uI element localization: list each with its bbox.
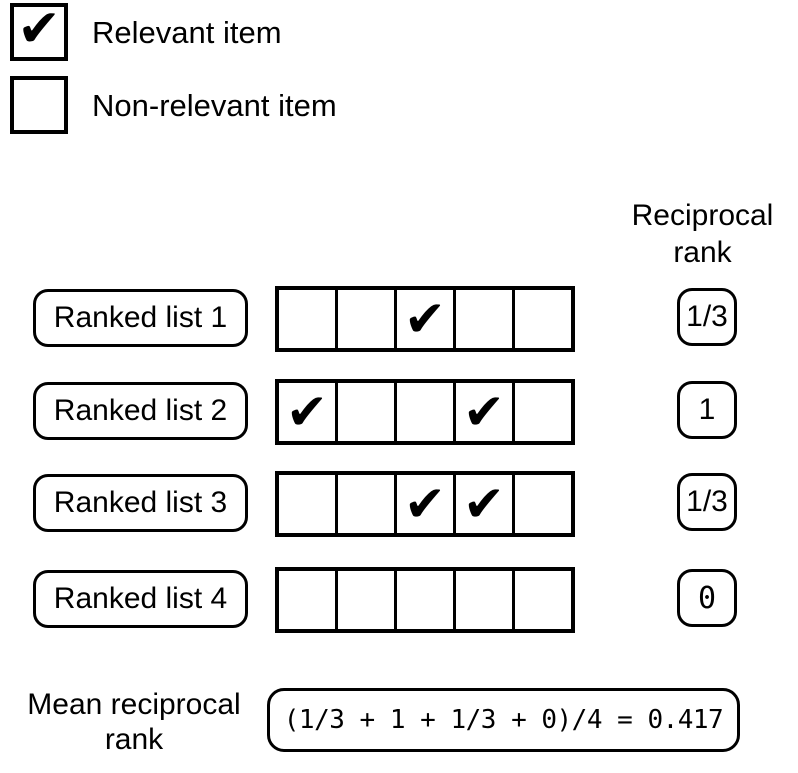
ranked-list-4-label-text: Ranked list 4 <box>53 582 228 615</box>
check-icon: ✔ <box>463 475 505 533</box>
reciprocal-rank-value-2-text: 1 <box>698 393 716 426</box>
reciprocal-rank-header-line2: rank <box>673 236 732 269</box>
ranked-list-1-label-text: Ranked list 1 <box>53 301 228 334</box>
item-cell: ✔ <box>279 383 338 441</box>
item-cell: ✔ <box>397 475 456 533</box>
ranked-list-4-items <box>275 567 575 633</box>
item-cell <box>338 290 397 348</box>
ranked-list-4-label: Ranked list 4 <box>33 570 248 628</box>
item-cell <box>279 571 338 629</box>
item-cell <box>515 571 571 629</box>
relevant-item-checkbox: ✔ <box>10 3 68 61</box>
check-icon: ✔ <box>404 475 446 533</box>
item-cell <box>456 571 515 629</box>
item-cell <box>515 475 571 533</box>
ranked-list-2-items: ✔ ✔ <box>275 379 575 445</box>
reciprocal-rank-header-line1: Reciprocal <box>631 199 774 232</box>
item-cell <box>397 383 456 441</box>
item-cell: ✔ <box>456 383 515 441</box>
check-icon: ✔ <box>463 383 505 441</box>
mean-reciprocal-rank-label: Mean reciprocal rank <box>8 687 260 757</box>
mrr-formula-box: (1/3 + 1 + 1/3 + 0)/4 = 0.417 <box>267 688 740 752</box>
mrr-formula: (1/3 + 1 + 1/3 + 0)/4 = 0.417 <box>283 705 724 735</box>
item-cell <box>279 290 338 348</box>
ranked-list-3-label-text: Ranked list 3 <box>53 486 228 519</box>
ranked-list-row-1: Ranked list 1 ✔ 1/3 <box>0 286 798 352</box>
ranked-list-2-label-text: Ranked list 2 <box>53 394 228 427</box>
ranked-list-row-3: Ranked list 3 ✔ ✔ 1/3 <box>0 471 798 537</box>
item-cell <box>279 475 338 533</box>
ranked-list-row-4: Ranked list 4 0 <box>0 567 798 633</box>
item-cell <box>515 383 571 441</box>
ranked-list-2-label: Ranked list 2 <box>33 382 248 440</box>
ranked-list-3-label: Ranked list 3 <box>33 474 248 532</box>
ranked-list-3-items: ✔ ✔ <box>275 471 575 537</box>
item-cell: ✔ <box>397 290 456 348</box>
item-cell <box>338 475 397 533</box>
check-icon: ✔ <box>17 0 61 59</box>
legend-label-non-relevant: Non-relevant item <box>92 87 337 123</box>
ranked-list-1-items: ✔ <box>275 286 575 352</box>
reciprocal-rank-value-3-text: 1/3 <box>686 485 728 518</box>
legend-label-relevant: Relevant item <box>92 14 282 50</box>
ranked-list-row-2: Ranked list 2 ✔ ✔ 1 <box>0 379 798 445</box>
check-icon: ✔ <box>286 383 328 441</box>
non-relevant-item-checkbox <box>10 76 68 134</box>
reciprocal-rank-value-1: 1/3 <box>677 288 737 346</box>
item-cell: ✔ <box>456 475 515 533</box>
mean-reciprocal-rank-label-line2: rank <box>104 723 164 756</box>
item-cell <box>397 571 456 629</box>
item-cell <box>456 290 515 348</box>
check-icon: ✔ <box>404 290 446 348</box>
item-cell <box>338 383 397 441</box>
ranked-list-1-label: Ranked list 1 <box>33 289 248 347</box>
legend-item-relevant: ✔ Relevant item <box>10 3 282 61</box>
reciprocal-rank-value-4-text: 0 <box>697 580 717 616</box>
reciprocal-rank-value-4: 0 <box>677 569 737 627</box>
reciprocal-rank-value-2: 1 <box>677 381 737 439</box>
mean-reciprocal-rank-label-line1: Mean reciprocal <box>27 688 241 721</box>
reciprocal-rank-value-1-text: 1/3 <box>686 300 728 333</box>
reciprocal-rank-value-3: 1/3 <box>677 473 737 531</box>
item-cell <box>515 290 571 348</box>
item-cell <box>338 571 397 629</box>
reciprocal-rank-header: Reciprocal rank <box>607 197 798 271</box>
legend-item-non-relevant: Non-relevant item <box>10 76 337 134</box>
